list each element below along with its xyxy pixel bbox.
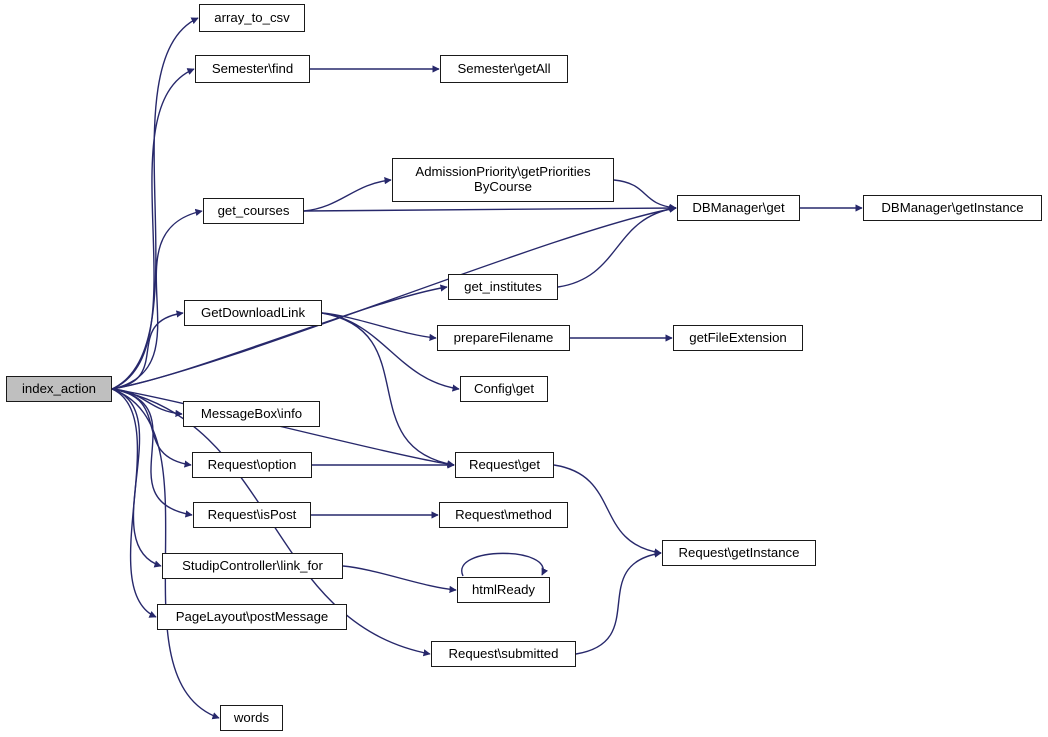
graph-node-array_to_csv[interactable]: array_to_csv (199, 4, 305, 32)
graph-node-config_get[interactable]: Config\get (460, 376, 548, 402)
edge-studipcontroller_linkfor-to-htmlready (342, 565, 457, 594)
graph-node-preparefilename[interactable]: prepareFilename (437, 325, 570, 351)
graph-node-studipcontroller_linkfor[interactable]: StudipController\link_for (162, 553, 343, 579)
edge-htmlready-to-htmlready (461, 552, 549, 577)
edge-request_get-to-request_getinstance (553, 464, 662, 556)
graph-node-dbmanager_getinstance[interactable]: DBManager\getInstance (863, 195, 1042, 221)
graph-node-admission_priority[interactable]: AdmissionPriority\getPriorities ByCourse (392, 158, 614, 202)
edge-index_action-to-dbmanager_get (111, 205, 677, 390)
edge-index_action-to-pagelayout_postmessage (111, 388, 157, 618)
edge-getdownloadlink-to-preparefilename (321, 312, 437, 342)
edge-getdownloadlink-to-request_get (321, 312, 455, 468)
edge-admission_priority-to-dbmanager_get (613, 179, 677, 212)
edge-index_action-to-semester_find (111, 68, 195, 390)
graph-node-request_ispost[interactable]: Request\isPost (193, 502, 311, 528)
graph-node-dbmanager_get[interactable]: DBManager\get (677, 195, 800, 221)
edge-index_action-to-request_option (111, 388, 192, 468)
edge-get_institutes-to-dbmanager_get (557, 205, 677, 288)
graph-node-index_action[interactable]: index_action (6, 376, 112, 402)
edge-get_courses-to-admission_priority (303, 177, 392, 212)
graph-node-semester_getall[interactable]: Semester\getAll (440, 55, 568, 83)
graph-node-words[interactable]: words (220, 705, 283, 731)
graph-node-get_courses[interactable]: get_courses (203, 198, 304, 224)
graph-node-htmlready[interactable]: htmlReady (457, 577, 550, 603)
edge-request_submitted-to-request_getinstance (575, 550, 662, 655)
graph-node-request_getinstance[interactable]: Request\getInstance (662, 540, 816, 566)
graph-node-request_get[interactable]: Request\get (455, 452, 554, 478)
edge-index_action-to-studipcontroller_linkfor (111, 388, 162, 568)
graph-node-getfileextension[interactable]: getFileExtension (673, 325, 803, 351)
graph-node-pagelayout_postmessage[interactable]: PageLayout\postMessage (157, 604, 347, 630)
graph-node-semester_find[interactable]: Semester\find (195, 55, 310, 83)
graph-node-request_option[interactable]: Request\option (192, 452, 312, 478)
graph-node-messagebox_info[interactable]: MessageBox\info (183, 401, 320, 427)
graph-node-request_submitted[interactable]: Request\submitted (431, 641, 576, 667)
edge-index_action-to-array_to_csv (111, 17, 199, 390)
graph-node-getdownloadlink[interactable]: GetDownloadLink (184, 300, 322, 326)
edge-get_courses-to-dbmanager_get (303, 204, 677, 212)
graph-node-get_institutes[interactable]: get_institutes (448, 274, 558, 300)
edge-index_action-to-request_ispost (111, 388, 193, 518)
graph-node-request_method[interactable]: Request\method (439, 502, 568, 528)
edge-index_action-to-messagebox_info (111, 388, 183, 418)
edge-index_action-to-getdownloadlink (111, 310, 184, 390)
